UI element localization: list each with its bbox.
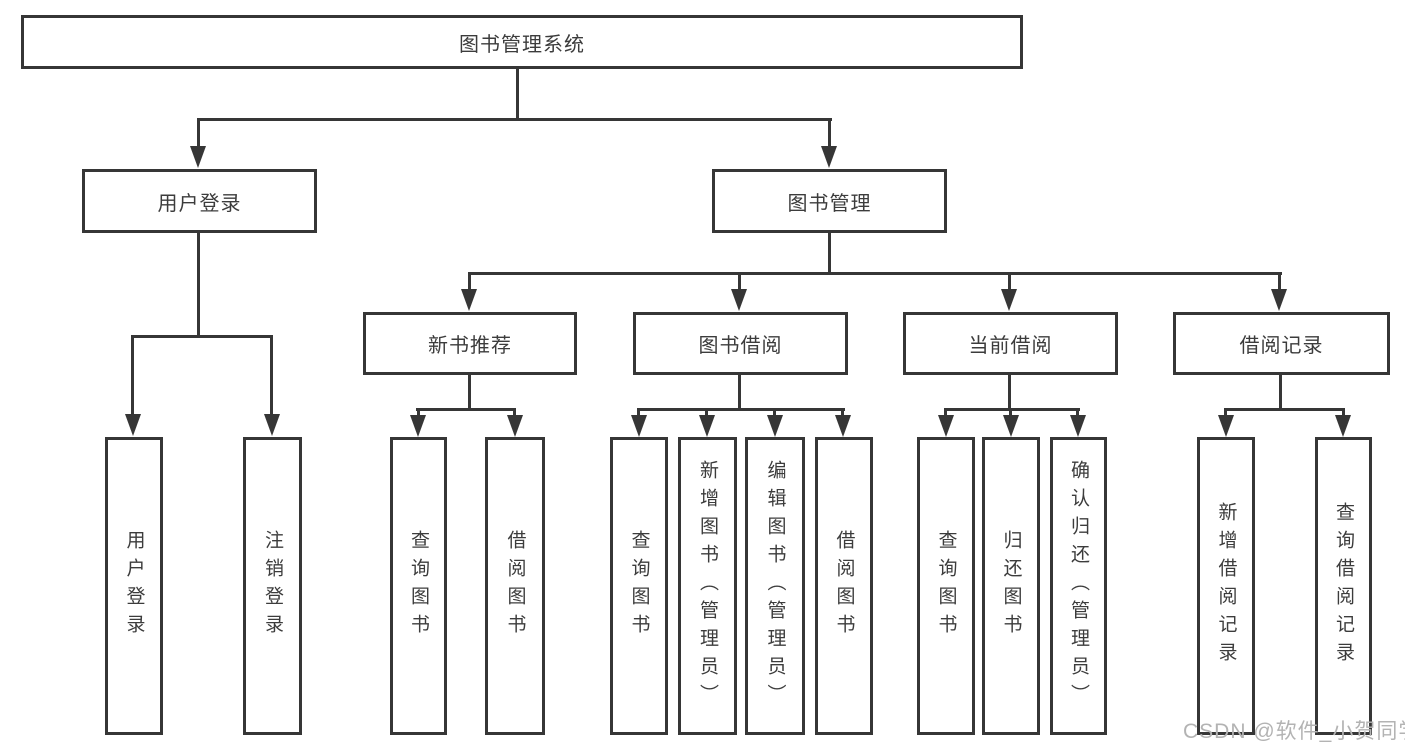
connector-line: [416, 408, 516, 411]
connector-line: [468, 272, 1282, 275]
connector-line: [1008, 272, 1011, 290]
connector-line: [417, 408, 420, 416]
node-borrowing-records: 借阅记录: [1173, 312, 1390, 375]
connector-line: [1008, 375, 1011, 408]
arrowhead-down-icon: [938, 415, 954, 437]
leaf-label: 编辑图书（管理员）: [764, 460, 786, 712]
leaf-add-borrow-record: 新增借阅记录: [1197, 437, 1255, 735]
leaf-query-books-borrow: 查询图书: [610, 437, 668, 735]
connector-line: [197, 118, 200, 146]
leaf-label: 查询图书: [935, 530, 957, 642]
leaf-label: 用户登录: [123, 530, 145, 642]
leaf-add-books-admin: 新增图书（管理员）: [678, 437, 737, 735]
connector-line: [637, 408, 640, 416]
connector-line: [270, 335, 273, 415]
leaf-label: 查询借阅记录: [1333, 502, 1354, 670]
leaf-label: 查询图书: [408, 530, 429, 642]
leaf-label: 注销登录: [262, 530, 283, 642]
leaf-query-books-current: 查询图书: [917, 437, 975, 735]
leaf-borrow-books-recommend: 借阅图书: [485, 437, 545, 735]
leaf-label: 新增借阅记录: [1215, 502, 1237, 670]
leaf-logout: 注销登录: [243, 437, 302, 735]
arrowhead-down-icon: [1070, 415, 1086, 437]
leaf-label: 归还图书: [1000, 530, 1022, 642]
node-current-borrowing: 当前借阅: [903, 312, 1118, 375]
connector-line: [1009, 408, 1012, 416]
connector-line: [513, 408, 516, 416]
arrowhead-down-icon: [631, 415, 647, 437]
leaf-label: 新增图书（管理员）: [697, 460, 718, 712]
connector-line: [828, 233, 831, 272]
connector-line: [738, 375, 741, 408]
connector-line: [516, 69, 519, 118]
arrowhead-down-icon: [507, 415, 523, 437]
node-book-management: 图书管理: [712, 169, 947, 233]
arrowhead-down-icon: [461, 289, 477, 311]
leaf-query-borrow-record: 查询借阅记录: [1315, 437, 1372, 735]
leaf-label: 确认归还（管理员）: [1068, 460, 1089, 712]
leaf-confirm-return-admin: 确认归还（管理员）: [1050, 437, 1107, 735]
connector-line: [705, 408, 708, 416]
connector-line: [944, 408, 1080, 411]
arrowhead-down-icon: [190, 146, 206, 168]
leaf-return-books: 归还图书: [982, 437, 1040, 735]
connector-line: [197, 118, 832, 121]
leaf-user-login: 用户登录: [105, 437, 163, 735]
connector-line: [1342, 408, 1345, 416]
arrowhead-down-icon: [731, 289, 747, 311]
node-book-borrowing: 图书借阅: [633, 312, 848, 375]
arrowhead-down-icon: [410, 415, 426, 437]
connector-line: [468, 375, 471, 408]
arrowhead-down-icon: [699, 415, 715, 437]
connector-line: [841, 408, 844, 416]
leaf-label: 查询图书: [628, 530, 650, 642]
node-user-login: 用户登录: [82, 169, 317, 233]
arrowhead-down-icon: [125, 414, 141, 436]
leaf-edit-books-admin: 编辑图书（管理员）: [745, 437, 805, 735]
connector-line: [738, 272, 741, 290]
arrowhead-down-icon: [821, 146, 837, 168]
connector-line: [131, 335, 134, 415]
leaf-label: 借阅图书: [504, 530, 526, 642]
arrowhead-down-icon: [767, 415, 783, 437]
connector-line: [131, 335, 273, 338]
arrowhead-down-icon: [1218, 415, 1234, 437]
leaf-query-books-recommend: 查询图书: [390, 437, 447, 735]
arrowhead-down-icon: [264, 414, 280, 436]
arrowhead-down-icon: [1003, 415, 1019, 437]
csdn-watermark: CSDN @软件_小贺同学: [1183, 720, 1405, 743]
connector-line: [828, 118, 831, 146]
arrowhead-down-icon: [835, 415, 851, 437]
connector-line: [468, 272, 471, 290]
arrowhead-down-icon: [1335, 415, 1351, 437]
arrowhead-down-icon: [1001, 289, 1017, 311]
leaf-label: 借阅图书: [833, 530, 855, 642]
node-library-management-system: 图书管理系统: [21, 15, 1023, 69]
connector-line: [197, 233, 200, 335]
connector-line: [944, 408, 947, 416]
connector-line: [1076, 408, 1079, 416]
connector-line: [1278, 272, 1281, 290]
arrowhead-down-icon: [1271, 289, 1287, 311]
connector-line: [773, 408, 776, 416]
connector-line: [1224, 408, 1344, 411]
connector-line: [1224, 408, 1227, 416]
connector-line: [637, 408, 845, 411]
connector-line: [1279, 375, 1282, 408]
node-new-book-recommend: 新书推荐: [363, 312, 577, 375]
leaf-borrow-books: 借阅图书: [815, 437, 873, 735]
